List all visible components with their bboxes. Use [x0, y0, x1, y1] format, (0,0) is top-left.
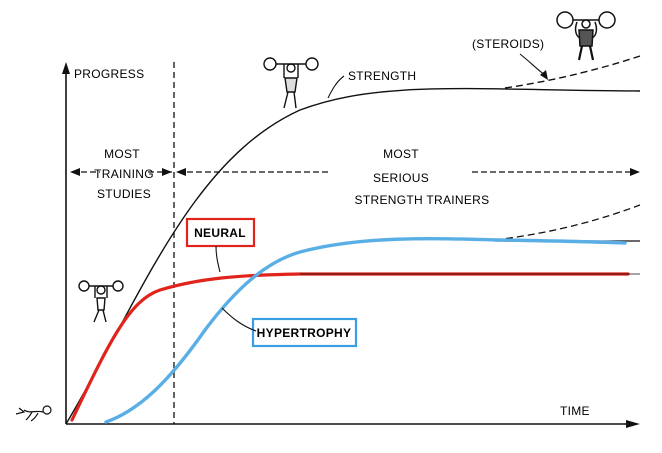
steroids-dashed-curve: [504, 55, 641, 89]
strength-label: STRENGTH: [348, 69, 416, 83]
strength-curve: [65, 87, 641, 425]
region-right-line1: MOST: [383, 147, 419, 161]
region-left-line2: TRAINING: [94, 167, 154, 181]
axes: [62, 62, 640, 428]
hypertrophy-label-box: [251, 317, 358, 348]
steroids-pointer: [519, 53, 547, 77]
hypertrophy-label: HYPERTROPHY: [257, 326, 352, 340]
region-right-arrow: [176, 168, 640, 176]
neural-label-box: [185, 217, 256, 248]
x-axis-label: TIME: [560, 404, 590, 418]
steroids-pointer-head: [540, 70, 548, 80]
lifter-large-icon: [556, 11, 616, 61]
steroids-label: (STEROIDS): [472, 37, 544, 51]
region-right-line3: STRENGTH TRAINERS: [355, 193, 490, 207]
region-right-line2: SERIOUS: [373, 171, 429, 185]
neural-label: NEURAL: [194, 226, 246, 240]
neural-pointer: [215, 245, 221, 273]
region-left-line1: MOST: [104, 147, 140, 161]
baby-icon: [15, 405, 52, 422]
lifter-medium-icon: [263, 57, 319, 109]
region-left-arrow: [70, 168, 172, 176]
region-left-line3: STUDIES: [97, 187, 151, 201]
upper-plateau-dashed-branch: [494, 204, 641, 241]
hypertrophy-curve: [104, 236, 627, 424]
y-axis-label: PROGRESS: [74, 67, 144, 81]
strength-pointer: [327, 75, 345, 99]
lifter-small-icon: [78, 280, 124, 323]
x-axis-arrow: [626, 420, 640, 428]
y-axis-arrow: [62, 62, 70, 74]
hypertrophy-pointer: [221, 307, 257, 332]
